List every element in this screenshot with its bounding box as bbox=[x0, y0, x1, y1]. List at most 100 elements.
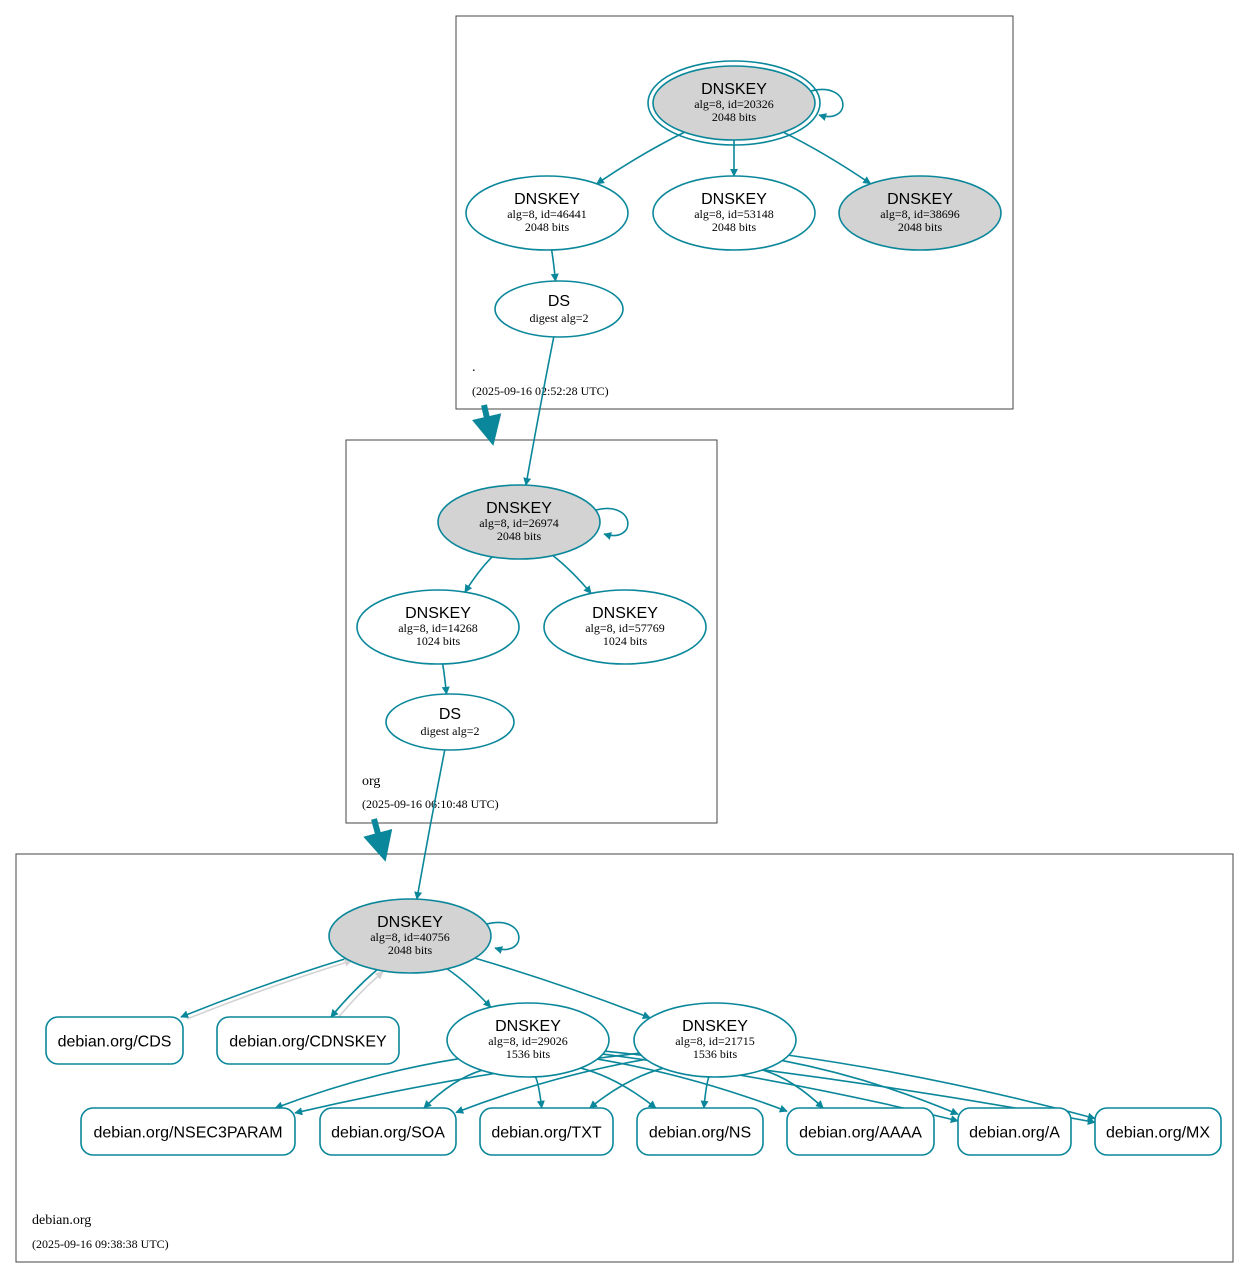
rrset-box bbox=[957, 1107, 1072, 1156]
zone-debian-label: debian.org bbox=[32, 1213, 91, 1228]
node-detail: alg=8, id=46441 bbox=[507, 207, 587, 221]
node-ellipse bbox=[494, 280, 624, 338]
rrset-label: debian.org/TXT bbox=[491, 1125, 602, 1142]
node-key-size: 1536 bits bbox=[693, 1047, 738, 1061]
rrset-label: debian.org/NSEC3PARAM bbox=[93, 1125, 282, 1142]
node-title: DNSKEY bbox=[486, 500, 552, 517]
rrset-box bbox=[216, 1016, 400, 1065]
node-ellipse bbox=[543, 589, 707, 665]
edge-deb_ksk-to-rr_cds bbox=[180, 957, 347, 1019]
node-key-size: 1024 bits bbox=[603, 634, 648, 648]
node-detail: alg=8, id=40756 bbox=[370, 930, 450, 944]
zone-root-border bbox=[455, 15, 1014, 410]
edge-rr_cdnskey-to-deb_ksk bbox=[336, 971, 384, 1020]
edge-org_zsk1-to-org_ds bbox=[441, 663, 450, 695]
trust-anchor-ring bbox=[647, 60, 821, 146]
node-ellipse bbox=[652, 65, 816, 141]
node-title: DS bbox=[439, 706, 461, 723]
node-title: DNSKEY bbox=[887, 191, 953, 208]
edge-deb_zsk1-to-rr_soa bbox=[423, 1069, 482, 1109]
edge-deb_zsk2-to-rr_soa bbox=[455, 1058, 647, 1114]
node-title: DNSKEY bbox=[514, 191, 580, 208]
node-title: DNSKEY bbox=[495, 1018, 561, 1035]
zone-org-border bbox=[345, 439, 718, 824]
node-key-size: 2048 bits bbox=[525, 220, 570, 234]
node-ellipse bbox=[446, 1002, 610, 1078]
rrset-node-rr-cds: debian.org/CDS bbox=[45, 1016, 184, 1065]
node-key-size: 1024 bits bbox=[416, 634, 461, 648]
edge-deb_zsk2-to-rr_txt bbox=[589, 1067, 664, 1109]
rrset-box bbox=[479, 1107, 614, 1156]
node-title: DNSKEY bbox=[682, 1018, 748, 1035]
node-title: DNSKEY bbox=[592, 605, 658, 622]
rrset-label: debian.org/NS bbox=[649, 1125, 751, 1142]
rrset-box bbox=[1094, 1107, 1222, 1156]
rrset-label: debian.org/AAAA bbox=[799, 1125, 922, 1142]
node-ellipse bbox=[633, 1002, 797, 1078]
delegation-arrow-org-to-debian bbox=[363, 818, 393, 862]
node-ellipse bbox=[385, 693, 515, 751]
rrset-box bbox=[45, 1016, 184, 1065]
node-detail: alg=8, id=53148 bbox=[694, 207, 774, 221]
zone-org-label: org bbox=[362, 774, 380, 789]
edge-org_ksk-to-org_zsk1 bbox=[464, 556, 493, 593]
rrset-node-rr-mx: debian.org/MX bbox=[1094, 1107, 1222, 1156]
rrset-label: debian.org/CDS bbox=[58, 1034, 172, 1051]
edge-root_ksk-to-root_zsk3 bbox=[783, 131, 872, 185]
edge-rr_cds-to-deb_ksk bbox=[186, 958, 353, 1020]
rrset-node-rr-txt: debian.org/TXT bbox=[479, 1107, 614, 1156]
rrset-node-rr-soa: debian.org/SOA bbox=[319, 1107, 457, 1156]
zone-debian-timestamp: (2025-09-16 09:38:38 UTC) bbox=[32, 1237, 169, 1251]
node-key-size: 2048 bits bbox=[497, 529, 542, 543]
zone-root-timestamp: (2025-09-16 02:52:28 UTC) bbox=[472, 384, 609, 398]
node-detail: alg=8, id=38696 bbox=[880, 207, 960, 221]
zone-org: org (2025-09-16 06:10:48 UTC) bbox=[345, 439, 718, 824]
rrset-box bbox=[786, 1107, 935, 1156]
self-sign-deb_ksk bbox=[486, 921, 520, 954]
rrset-label: debian.org/CDNSKEY bbox=[229, 1034, 387, 1051]
node-detail: alg=8, id=57769 bbox=[585, 621, 665, 635]
node-detail: alg=8, id=21715 bbox=[675, 1034, 755, 1048]
rrset-node-rr-aaaa: debian.org/AAAA bbox=[786, 1107, 935, 1156]
rrset-box bbox=[80, 1107, 296, 1156]
node-title: DNSKEY bbox=[701, 191, 767, 208]
rrset-box bbox=[319, 1107, 457, 1156]
edges-layer bbox=[180, 88, 1096, 1125]
edge-deb_ksk-to-deb_zsk1 bbox=[446, 968, 492, 1008]
node-ellipse bbox=[465, 175, 629, 251]
rrset-node-rr-a: debian.org/A bbox=[957, 1107, 1072, 1156]
edge-org_ds-to-deb_ksk bbox=[414, 749, 446, 900]
self-sign-root_ksk bbox=[810, 88, 844, 121]
edge-deb_zsk1-to-rr_ns bbox=[580, 1067, 657, 1109]
edge-root_zsk1-to-root_ds bbox=[550, 249, 559, 282]
edge-root_ksk-to-root_zsk1 bbox=[596, 131, 685, 185]
node-ellipse bbox=[356, 589, 520, 665]
edge-deb_zsk2-to-rr_a bbox=[782, 1059, 959, 1116]
node-title: DNSKEY bbox=[701, 81, 767, 98]
node-key-size: 1536 bits bbox=[506, 1047, 551, 1061]
edge-root_ds-to-org_ksk bbox=[523, 336, 555, 486]
node-ellipse bbox=[838, 175, 1002, 251]
node-title: DS bbox=[548, 293, 570, 310]
edge-deb_ksk-to-deb_zsk2 bbox=[474, 957, 651, 1020]
edge-deb_zsk1-to-rr_txt bbox=[534, 1076, 545, 1109]
edge-deb_ksk-to-rr_cdnskey bbox=[330, 969, 378, 1018]
zone-org-timestamp: (2025-09-16 06:10:48 UTC) bbox=[362, 797, 499, 811]
rrset-node-rr-cdnskey: debian.org/CDNSKEY bbox=[216, 1016, 400, 1065]
rrset-label: debian.org/MX bbox=[1106, 1125, 1210, 1142]
node-key-size: 2048 bits bbox=[712, 110, 757, 124]
node-key-size: 2048 bits bbox=[712, 220, 757, 234]
zone-root-label: . bbox=[472, 360, 476, 375]
